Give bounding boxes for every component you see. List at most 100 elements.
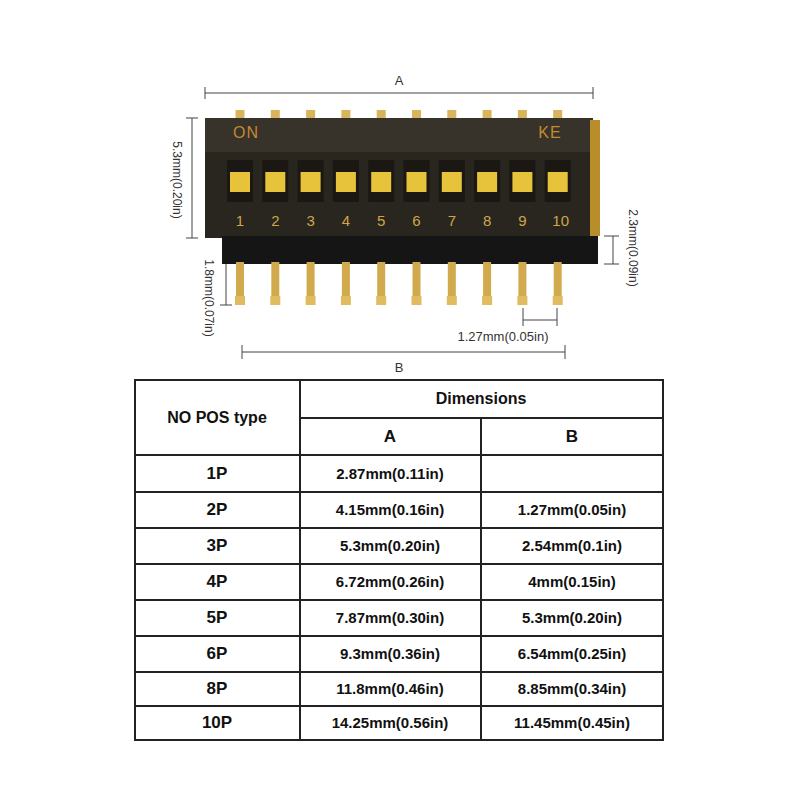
switch-knob <box>230 172 250 192</box>
dimension-label: B <box>395 361 404 375</box>
position-number: 4 <box>342 213 350 230</box>
switch-knob <box>548 172 568 192</box>
dimension-tick <box>186 238 198 239</box>
table-cell: 6.54mm(0.25in) <box>518 646 626 663</box>
bottom-pin <box>413 262 421 300</box>
pin-foot <box>235 296 245 305</box>
top-pin <box>306 110 315 119</box>
table-cell: 2.87mm(0.11in) <box>336 466 444 483</box>
pin-foot <box>553 296 563 305</box>
table-rule <box>480 418 482 740</box>
dimension-table <box>135 380 663 740</box>
bottom-pin <box>518 262 526 300</box>
bottom-pin <box>483 262 491 300</box>
table-header: Dimensions <box>436 390 527 408</box>
dimension-label: 5.3mm(0.20in) <box>169 141 182 218</box>
table-cell: 5.3mm(0.20in) <box>340 538 440 555</box>
dimension-label: A <box>395 74 404 88</box>
switch-body-top <box>205 118 593 152</box>
table-header: B <box>566 428 578 447</box>
table-row-header: 5P <box>207 609 228 628</box>
pin-foot <box>517 296 527 305</box>
bottom-pin <box>271 262 279 300</box>
top-pin <box>412 110 421 119</box>
switch-window <box>545 160 571 202</box>
dimension-tick <box>186 118 198 119</box>
top-pin <box>447 110 456 119</box>
switch-window <box>439 160 465 202</box>
top-pin <box>518 110 527 119</box>
switch-actuators <box>227 160 571 202</box>
top-pin <box>483 110 492 119</box>
top-pin <box>553 110 562 119</box>
position-number: 2 <box>271 213 279 230</box>
switch-window <box>262 160 288 202</box>
table-rule <box>300 417 663 419</box>
dimension-line <box>242 352 565 353</box>
table-row-header: 8P <box>207 680 228 699</box>
dimension-line <box>523 320 557 321</box>
dimension-tick <box>604 264 619 265</box>
table-row-header: 2P <box>207 501 228 520</box>
pin-foot <box>482 296 492 305</box>
table-row-header: 6P <box>207 645 228 664</box>
switch-window <box>474 160 500 202</box>
switch-marking: ON <box>233 124 259 142</box>
table-rule <box>135 705 663 707</box>
position-number: 5 <box>377 213 385 230</box>
table-border <box>135 380 663 740</box>
table-cell: 9.3mm(0.36in) <box>340 646 440 663</box>
position-number: 10 <box>552 213 569 230</box>
dimension-tick <box>220 305 232 306</box>
switch-edge <box>590 120 600 236</box>
dimension-label: 1.8mm(0.07in) <box>201 259 214 336</box>
bottom-pin <box>448 262 456 300</box>
position-number: 8 <box>483 213 491 230</box>
dimension-label: 2.3mm(0.09in) <box>625 209 638 286</box>
bottom-pin <box>236 262 244 300</box>
dimension-line <box>226 264 227 305</box>
switch-body <box>205 118 593 238</box>
dimension-line <box>613 236 614 264</box>
switch-window <box>298 160 324 202</box>
table-cell: 14.25mm(0.56in) <box>332 715 449 732</box>
switch-window <box>227 160 253 202</box>
table-cell: 1.27mm(0.05in) <box>518 502 626 519</box>
table-rule <box>135 671 663 673</box>
switch-window <box>404 160 430 202</box>
table-cell: 2.54mm(0.1in) <box>522 538 622 555</box>
switch-knob <box>477 172 497 192</box>
switch-base <box>222 236 598 264</box>
pin-foot <box>341 296 351 305</box>
table-row-header: 1P <box>207 465 228 484</box>
switch-window <box>333 160 359 202</box>
table-header: A <box>384 428 396 447</box>
switch-knob <box>512 172 532 192</box>
dimension-lines <box>186 87 619 359</box>
pin-foot <box>412 296 422 305</box>
switch-knob <box>265 172 285 192</box>
dimension-tick <box>565 345 566 359</box>
bottom-pin <box>307 262 315 300</box>
switch-knob <box>301 172 321 192</box>
table-row-header: 4P <box>207 573 228 592</box>
position-number: 7 <box>448 213 456 230</box>
switch-marking: KE <box>538 124 561 142</box>
bottom-pin <box>377 262 385 300</box>
table-cell: 4.15mm(0.16in) <box>336 502 444 519</box>
switch-knob <box>371 172 391 192</box>
table-cell: 11.45mm(0.45in) <box>514 715 630 732</box>
table-cell: 11.8mm(0.46in) <box>336 681 444 698</box>
top-pin <box>341 110 350 119</box>
bottom-pin <box>554 262 562 300</box>
dimension-line <box>557 308 558 326</box>
table-cell: 5.3mm(0.20in) <box>522 610 622 627</box>
pin-foot <box>376 296 386 305</box>
pin-foot <box>306 296 316 305</box>
switch-window <box>509 160 535 202</box>
dimension-line <box>523 308 524 326</box>
position-number: 6 <box>412 213 420 230</box>
switch-knob <box>407 172 427 192</box>
bottom-pin <box>342 262 350 300</box>
top-pin <box>236 110 245 119</box>
